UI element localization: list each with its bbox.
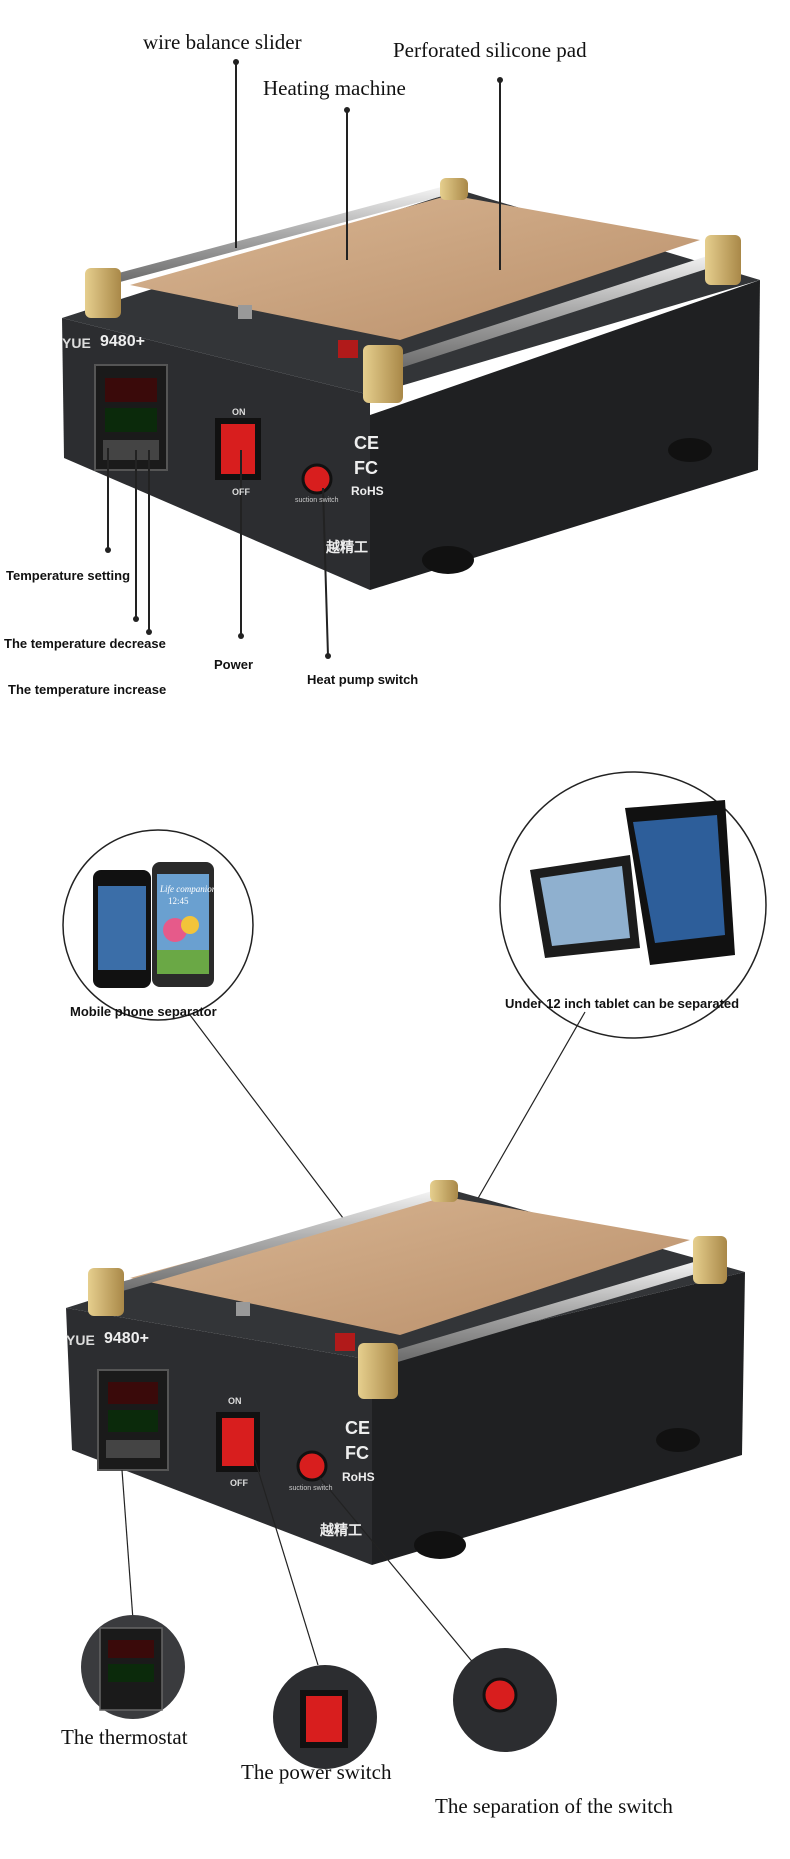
silicone-pad [130,1195,690,1335]
off-label-2: OFF [230,1478,248,1488]
rail-cap [358,1343,398,1399]
machine-brand-2: YUE [66,1332,95,1348]
thermostat-detail-circle [81,1615,185,1719]
machine-model-2: 9480+ [104,1330,149,1347]
suction-label-2: suction switch [289,1485,333,1492]
callout-mobile-phone-separator: Mobile phone separator [70,1004,217,1019]
machine-brand: YUE [62,335,91,351]
silicone-pad [130,195,700,340]
rail-cap [440,178,468,200]
galaxy-phone [152,862,214,987]
ce-mark: CE [354,433,380,453]
slider-bolt [238,305,252,319]
rohs-mark-2: RoHS [342,1470,375,1484]
callout-temperature-setting: Temperature setting [6,568,131,583]
foot [414,1531,466,1559]
callout-power-switch: The power switch [241,1760,392,1784]
rail-back [108,183,457,285]
phone-circle [62,829,254,1021]
rail-cap [693,1236,727,1284]
logo-text: 越精工 [326,539,368,555]
display-red [105,378,157,402]
red-knob [338,340,358,358]
callout-perforated-pad: Perforated silicone pad [393,38,587,62]
tablet-back [530,855,640,958]
thermostat-panel [97,1369,169,1471]
suction-switch [296,1450,328,1482]
on-label-2: ON [228,1396,242,1406]
iphone [93,870,151,988]
callout-thermostat: The thermostat [61,1725,188,1749]
phone-time: 12:45 [168,896,189,906]
machine-body-top [66,1188,745,1360]
on-label: ON [232,407,246,417]
callout-heat-pump-switch: Heat pump switch [307,672,419,687]
callout-temperature-increase: The temperature increase [8,682,167,697]
phone-screen-text: Life companion [160,884,217,894]
power-switch [221,424,255,474]
machine-model: 9480+ [100,333,145,350]
suction-switch [301,463,333,495]
power-switch [222,1418,254,1466]
callout-tablet-separator: Under 12 inch tablet can be separated [505,996,740,1011]
callout-power: Power [214,657,254,672]
ce-mark-2: CE [345,1418,371,1438]
rohs-mark: RoHS [351,484,384,498]
fc-mark: FC [354,458,378,478]
power-switch-detail-circle [273,1665,377,1769]
machine-body-side [372,1272,745,1565]
rail-cap [363,345,403,403]
foot [656,1428,700,1452]
tablet-front [625,800,735,965]
display-green [105,408,157,432]
logo-text-2: 越精工 [320,1522,362,1538]
thermostat-buttons [103,440,159,460]
off-label: OFF [232,487,250,497]
rail-cap [430,1180,458,1202]
rail-front [388,1256,717,1364]
rail-cap [88,1268,124,1316]
rail-cap [85,268,121,318]
top-machine-illustration [62,59,760,659]
callout-wire-balance-slider: wire balance slider [143,30,302,54]
callout-temperature-decrease: The temperature decrease [4,636,166,651]
machine-body-side [370,280,760,590]
suction-label: suction switch [295,497,339,504]
foot [422,546,474,574]
rail-back [108,1187,447,1295]
fc-mark-2: FC [345,1443,369,1463]
power-switch-housing [216,1412,260,1472]
callout-heating-machine: Heating machine [263,76,406,100]
rail-front [388,249,732,371]
separation-switch-detail-circle [453,1648,557,1752]
rail-cap [705,235,741,285]
callout-separation-switch: The separation of the switch [435,1794,673,1818]
foot [668,438,712,462]
